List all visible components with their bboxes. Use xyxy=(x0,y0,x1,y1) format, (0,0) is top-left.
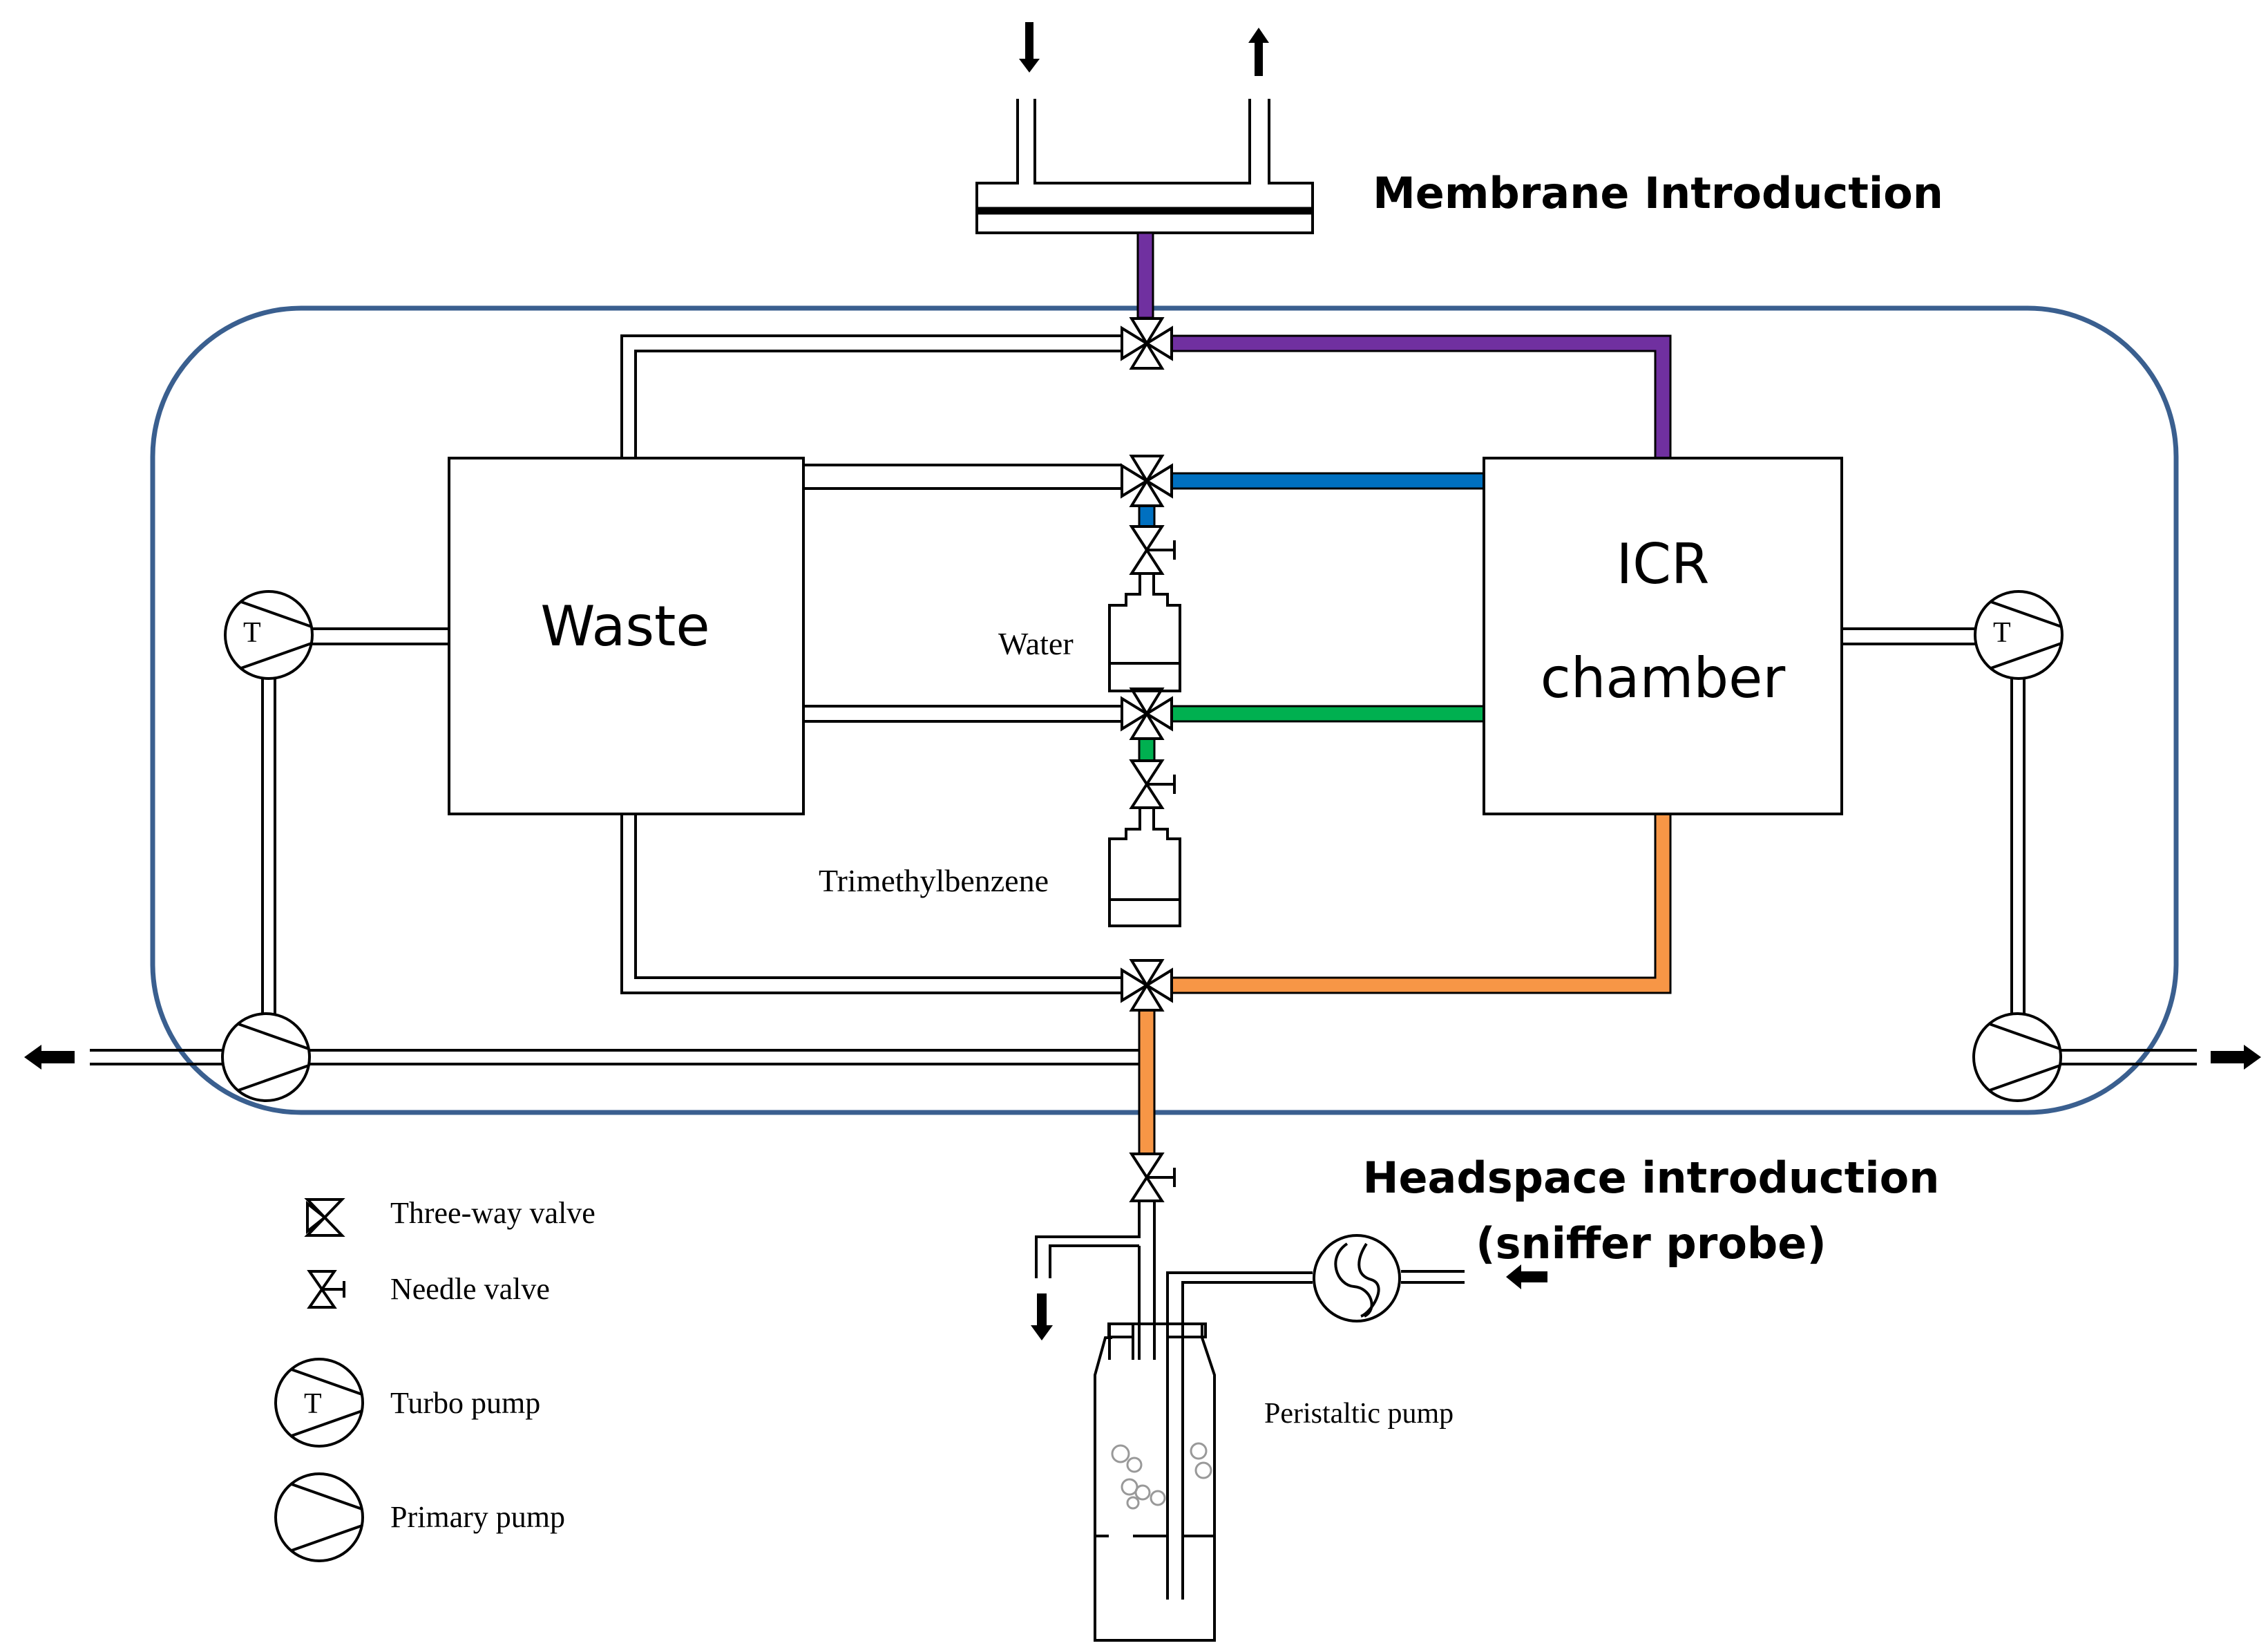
peristaltic-pump[interactable] xyxy=(1313,1234,1401,1322)
needle-valve-tmb[interactable] xyxy=(1130,759,1176,809)
headspace-line xyxy=(1138,813,1672,1155)
tmb-vial xyxy=(1108,808,1181,927)
waste-label: Waste xyxy=(540,594,710,658)
exhaust-arrow-right-icon xyxy=(2211,1045,2261,1070)
water-vial xyxy=(1108,573,1181,692)
three-way-valve-headspace[interactable] xyxy=(1121,959,1173,1012)
three-way-valve-water[interactable] xyxy=(1121,455,1173,507)
membrane-line xyxy=(1136,231,1672,459)
right-pump-lines xyxy=(1842,627,2197,1065)
turbo-mark-right: T xyxy=(1993,617,2011,649)
primary-pump-left[interactable] xyxy=(221,1012,311,1102)
three-way-valve-membrane[interactable] xyxy=(1121,317,1173,370)
arrow-up-icon xyxy=(1248,28,1269,76)
legend-three-way-valve-icon xyxy=(304,1198,345,1237)
legend-primary-pump-label: Primary pump xyxy=(390,1500,565,1534)
legend-three-way-valve-label: Three-way valve xyxy=(390,1196,595,1230)
drain-arrow-down-icon xyxy=(1031,1293,1053,1340)
tmb-label: Trimethylbenzene xyxy=(819,863,1049,898)
needle-valve-headspace[interactable] xyxy=(1130,1153,1176,1202)
left-pump-lines xyxy=(90,627,1139,1065)
chamber-label: chamber xyxy=(1540,646,1786,710)
exhaust-arrow-left-icon xyxy=(24,1045,75,1070)
turbo-mark-left: T xyxy=(243,617,261,649)
legend-turbo-mark: T xyxy=(304,1388,322,1420)
icr-label: ICR xyxy=(1616,532,1710,596)
water-label: Water xyxy=(998,626,1074,661)
inlet-arrow-left-icon xyxy=(1506,1264,1547,1289)
needle-valve-water[interactable] xyxy=(1130,525,1176,575)
turbo-pump-left[interactable] xyxy=(224,590,314,680)
legend-needle-valve-label: Needle valve xyxy=(390,1272,550,1306)
vacuum-enclosure xyxy=(150,305,2179,1115)
sniffer-probe xyxy=(1035,1201,1465,1642)
headspace-introduction-title: Headspace introduction xyxy=(1362,1153,1940,1203)
membrane-inlet xyxy=(975,99,1314,234)
legend-turbo-pump-label: Turbo pump xyxy=(390,1386,541,1420)
legend-needle-valve-icon xyxy=(307,1270,345,1309)
membrane-introduction-title: Membrane Introduction xyxy=(1373,168,1943,218)
tmb-line xyxy=(1138,705,1485,762)
arrow-down-icon xyxy=(1019,22,1040,73)
waste-box xyxy=(448,457,805,815)
icr-chamber-box xyxy=(1483,457,1843,815)
peristaltic-pump-label: Peristaltic pump xyxy=(1264,1398,1454,1430)
sniffer-probe-subtitle: (sniffer probe) xyxy=(1476,1218,1827,1269)
legend-primary-pump-icon xyxy=(274,1472,364,1562)
three-way-valve-tmb[interactable] xyxy=(1121,688,1173,740)
turbo-pump-right[interactable] xyxy=(1974,590,2064,680)
primary-pump-right[interactable] xyxy=(1972,1012,2062,1102)
water-line xyxy=(1138,472,1485,528)
liquid-bubbles xyxy=(1111,1442,1212,1510)
